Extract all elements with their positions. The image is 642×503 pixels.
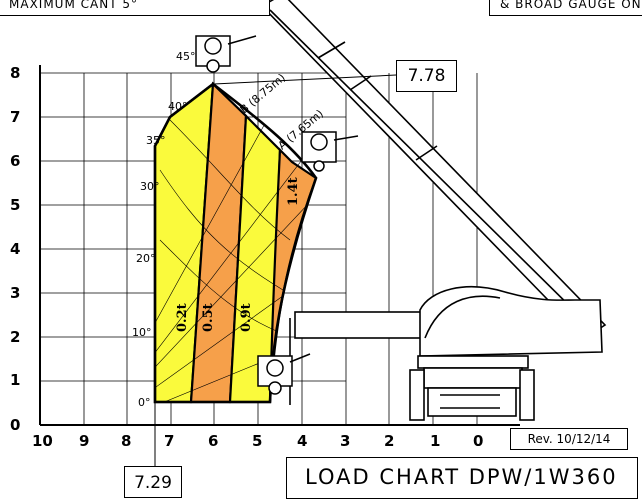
- y-tick: 3: [10, 284, 20, 302]
- y-tick: 6: [10, 152, 20, 170]
- platform-basket-icon: [195, 35, 359, 395]
- revision-box: Rev. 10/12/14: [510, 428, 628, 450]
- capacity-label: 0.5t: [201, 303, 216, 332]
- chart-title: LOAD CHART DPW/1W360: [305, 465, 618, 489]
- machine-body: [289, 286, 603, 421]
- x-tick: 8: [121, 432, 131, 450]
- top-left-note: MAXIMUM CANT 5°: [0, 0, 270, 16]
- y-tick-labels: 0 1 2 3 4 5 6 7 8: [10, 64, 20, 434]
- angle-label: 30°: [140, 180, 160, 193]
- telescopic-boom: [260, 0, 607, 340]
- angle-label: 45°: [176, 50, 196, 63]
- y-tick: 1: [10, 371, 20, 389]
- x-tick: 10: [32, 432, 53, 450]
- angle-label: 10°: [132, 326, 152, 339]
- x-tick: 1: [430, 432, 440, 450]
- y-tick: 7: [10, 108, 20, 126]
- load-zones: [153, 81, 318, 404]
- top-left-note-text: MAXIMUM CANT 5°: [9, 0, 138, 11]
- y-tick: 2: [10, 328, 20, 346]
- extension-b-label: B (8.75m): [238, 71, 288, 116]
- angle-label: 40°: [168, 100, 188, 113]
- top-right-note: & BROAD GAUGE ONLY: [489, 0, 642, 16]
- title-box: LOAD CHART DPW/1W360: [286, 457, 638, 499]
- angle-label: 35°: [146, 134, 166, 147]
- max-height-value: 7.78: [407, 66, 446, 86]
- x-tick-labels: 10 9 8 7 6 5 4 3 2 1 0: [32, 432, 483, 450]
- x-tick: 9: [79, 432, 89, 450]
- max-reach-callout: 7.29: [124, 466, 182, 498]
- x-tick: 4: [297, 432, 307, 450]
- y-tick: 0: [10, 416, 20, 434]
- capacity-labels: 0.2t 0.5t 0.9t 1.4t: [175, 177, 301, 332]
- x-tick: 7: [164, 432, 174, 450]
- height-leader: [213, 74, 397, 85]
- x-tick: 3: [340, 432, 350, 450]
- top-right-note-text: & BROAD GAUGE ONLY: [500, 0, 642, 11]
- x-tick: 5: [252, 432, 262, 450]
- capacity-label: 0.9t: [239, 303, 254, 332]
- capacity-label: 0.2t: [175, 303, 190, 332]
- y-tick: 8: [10, 64, 20, 82]
- y-tick: 5: [10, 196, 20, 214]
- capacity-label: 1.4t: [286, 177, 301, 206]
- x-tick: 0: [473, 432, 483, 450]
- revision-text: Rev. 10/12/14: [527, 432, 611, 446]
- y-tick: 4: [10, 240, 20, 258]
- angle-labels: 0° 10° 20° 30° 35° 40° 45°: [132, 50, 196, 409]
- angle-label: 0°: [138, 396, 151, 409]
- x-tick: 2: [384, 432, 394, 450]
- max-height-callout: 7.78: [396, 60, 457, 92]
- angle-label: 20°: [136, 252, 156, 265]
- x-tick: 6: [208, 432, 218, 450]
- max-reach-value: 7.29: [134, 473, 172, 493]
